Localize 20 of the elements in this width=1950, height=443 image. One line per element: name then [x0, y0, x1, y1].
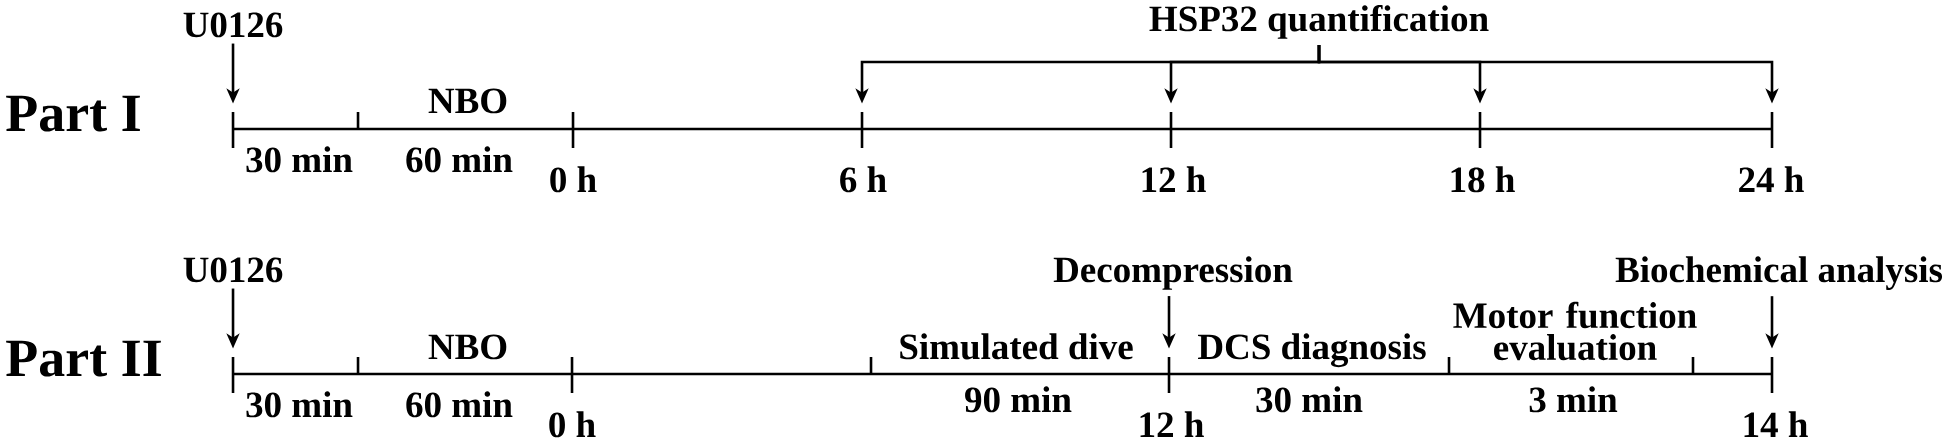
event-label: U0126	[183, 12, 283, 38]
time-label: 0 h	[549, 411, 596, 438]
time-label: 12 h	[1140, 411, 1204, 437]
timeline	[233, 127, 1772, 131]
event-label: Biochemical analysis	[1615, 256, 1943, 290]
time-label: 18 h	[1451, 166, 1515, 193]
event-label: HSP32 quantification	[1149, 4, 1489, 39]
time-label: 6 h	[840, 166, 887, 193]
phase-label: DCS diagnosis	[1198, 333, 1426, 368]
time-label: 0 h	[550, 166, 597, 193]
event-label: U0126	[183, 257, 283, 283]
time-label: 14 h	[1744, 411, 1808, 437]
timeline	[233, 372, 1772, 376]
part-heading: Part II	[6, 340, 161, 377]
time-label: 24 h	[1739, 166, 1804, 192]
event-label: Decompression	[1053, 256, 1293, 290]
phase-label: Motor function evaluation	[1453, 301, 1697, 361]
phase-label: Simulated dive	[900, 333, 1133, 360]
part-heading: Part I	[6, 95, 140, 132]
time-label: 12 h	[1142, 166, 1206, 192]
